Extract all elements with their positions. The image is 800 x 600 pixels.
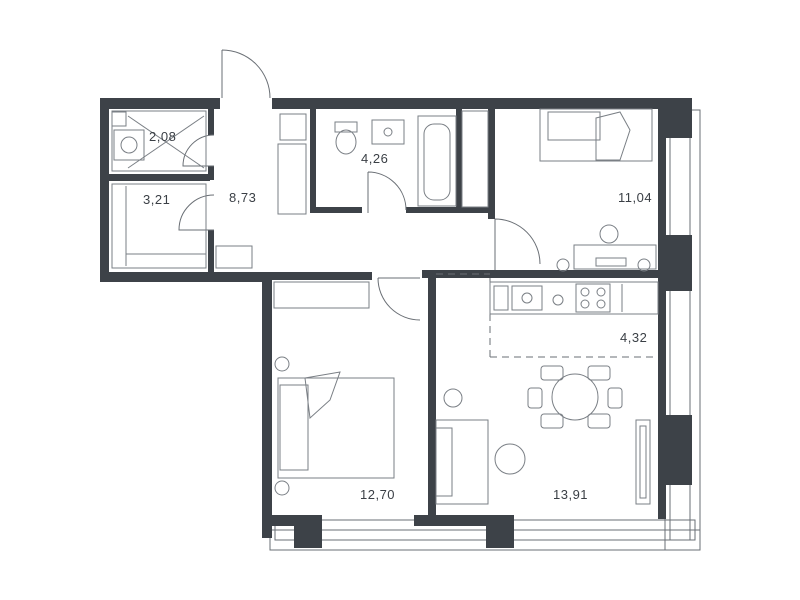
bathroom-fixtures [334, 115, 457, 207]
area-wardrobe: 3,21 [143, 192, 170, 207]
area-storage: 2,08 [149, 129, 176, 144]
area-bathroom: 4,26 [361, 151, 388, 166]
bedroom-1-furniture [539, 108, 657, 272]
area-hall: 8,73 [229, 190, 256, 205]
bedroom-2-furniture [274, 356, 395, 496]
area-bedroom-1: 11,04 [618, 190, 652, 205]
doors [178, 49, 658, 358]
area-bedroom-2: 12,70 [360, 487, 395, 502]
living-room-furniture [435, 365, 651, 505]
wardrobe-storage [111, 110, 489, 309]
kitchen-units [489, 281, 659, 315]
area-living-room: 13,91 [553, 487, 588, 502]
area-kitchen: 4,32 [620, 330, 647, 345]
area-labels: 2,08 3,21 8,73 4,26 11,04 4,32 12,70 13,… [143, 129, 652, 502]
walls [100, 98, 692, 548]
